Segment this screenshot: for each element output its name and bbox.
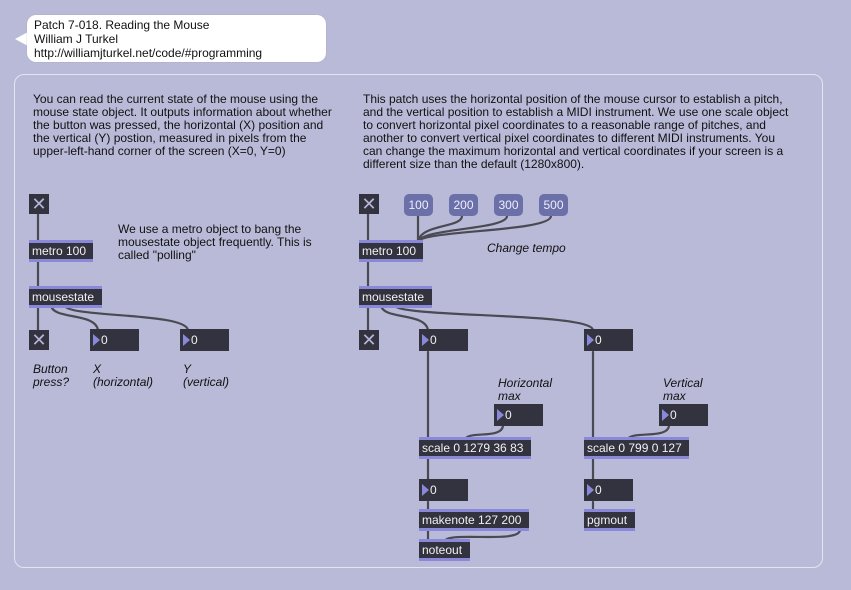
tempo-message-500[interactable]: 500 (539, 194, 568, 216)
number-arrow-icon (422, 483, 429, 496)
toggle-x-icon: ✕ (361, 330, 377, 350)
tempo-message-200[interactable]: 200 (449, 194, 478, 216)
mousestate-object-left[interactable]: mousestate (29, 286, 102, 308)
scale-y-object[interactable]: scale 0 799 0 127 (584, 437, 689, 459)
vertical-max-number[interactable]: 0 (659, 404, 708, 426)
y-number-right[interactable]: 0 (584, 329, 633, 351)
horizontal-max-number[interactable]: 0 (494, 404, 543, 426)
makenote-object[interactable]: makenote 127 200 (419, 509, 529, 531)
y-label: Y (vertical) (183, 362, 230, 389)
left-description: You can read the current state of the mo… (33, 92, 332, 158)
toggle-x-icon: ✕ (361, 194, 377, 214)
metro-toggle-left[interactable]: ✕ (29, 194, 49, 214)
toggle-x-icon: ✕ (31, 330, 47, 350)
title-line-2: William J Turkel (34, 32, 119, 46)
number-arrow-icon (422, 333, 429, 346)
y-number-left[interactable]: 0 (180, 329, 229, 351)
pgmout-object[interactable]: pgmout (584, 509, 635, 531)
change-tempo-label: Change tempo (487, 241, 566, 255)
x-number-left[interactable]: 0 (90, 329, 139, 351)
number-arrow-icon (587, 483, 594, 496)
button-press-label: Button press? (33, 362, 70, 389)
metro-object-right[interactable]: metro 100 (359, 240, 423, 262)
title-bubble-tail (15, 32, 28, 46)
polling-comment: We use a metro object to bang the mouses… (118, 222, 312, 262)
vertical-max-label: Vertical max (663, 376, 703, 403)
title-line-1: Patch 7-018. Reading the Mouse (34, 18, 210, 32)
horizontal-max-label: Horizontal max (498, 376, 553, 403)
scale-x-object[interactable]: scale 0 1279 36 83 (419, 437, 531, 459)
number-arrow-icon (587, 333, 594, 346)
toggle-x-icon: ✕ (31, 194, 47, 214)
button-press-toggle-left[interactable]: ✕ (29, 330, 49, 350)
title-bubble: Patch 7-018. Reading the Mouse William J… (27, 15, 326, 62)
number-arrow-icon (183, 333, 190, 346)
metro-object-left[interactable]: metro 100 (29, 240, 93, 262)
number-arrow-icon (497, 408, 504, 421)
program-number[interactable]: 0 (584, 479, 633, 501)
title-line-3: http://williamjturkel.net/code/#programm… (34, 46, 263, 60)
pitch-number[interactable]: 0 (419, 479, 468, 501)
noteout-object[interactable]: noteout (419, 539, 470, 561)
tempo-message-300[interactable]: 300 (494, 194, 523, 216)
mousestate-object-right[interactable]: mousestate (359, 286, 432, 308)
right-description: This patch uses the horizontal position … (363, 92, 789, 171)
tempo-message-100[interactable]: 100 (404, 194, 433, 216)
presentation-panel (14, 74, 823, 568)
number-arrow-icon (662, 408, 669, 421)
number-arrow-icon (93, 333, 100, 346)
x-label: X (horizontal) (93, 362, 154, 389)
metro-toggle-right[interactable]: ✕ (359, 194, 379, 214)
x-number-right[interactable]: 0 (419, 329, 468, 351)
button-press-toggle-right[interactable]: ✕ (359, 330, 379, 350)
